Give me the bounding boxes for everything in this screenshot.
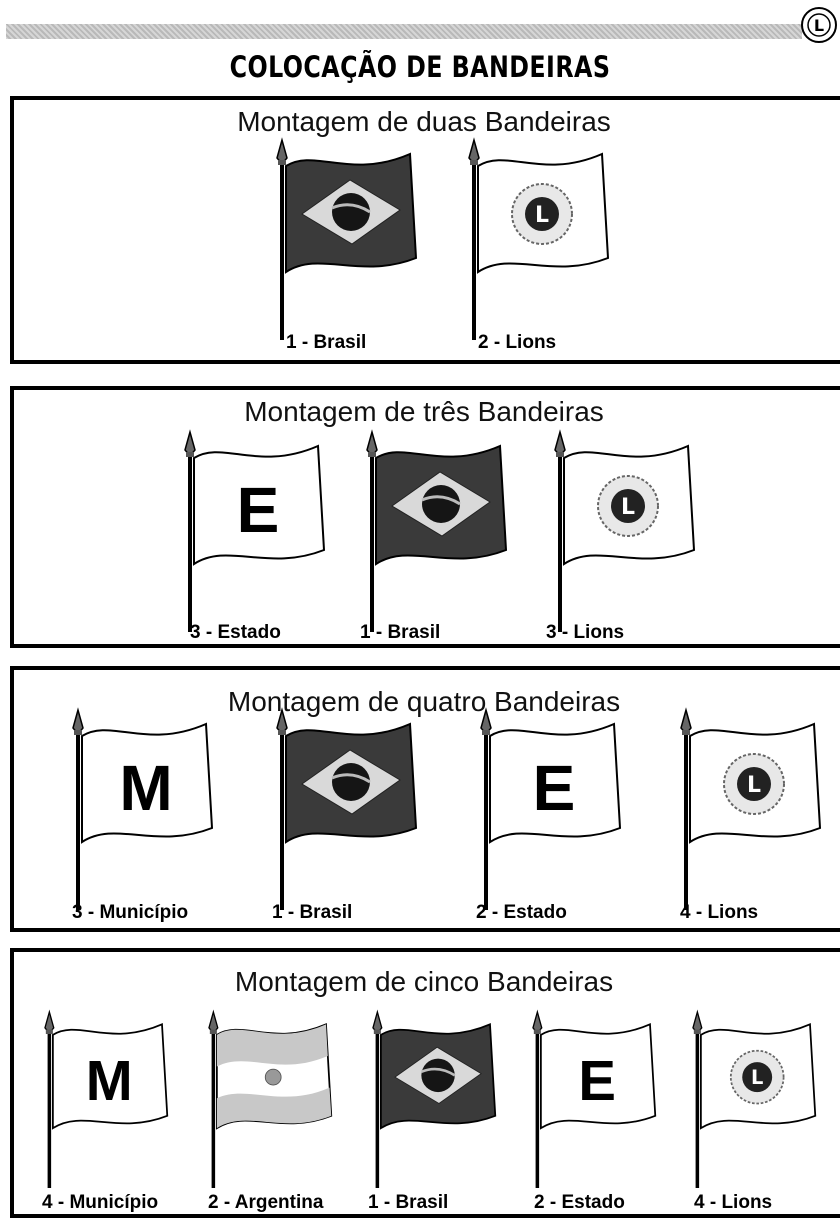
svg-text:E: E <box>237 474 280 546</box>
state-flag-icon: E <box>518 1009 668 1193</box>
svg-text:L: L <box>621 495 635 520</box>
flag-label: 1 - Brasil <box>360 622 441 643</box>
municipality-flag-icon: M <box>56 707 226 915</box>
flag-label: 1 - Brasil <box>272 902 353 923</box>
flag-label: 4 - Município <box>42 1192 159 1213</box>
flag-label: 4 - Lions <box>680 902 759 923</box>
panel-three-flags: Montagem de três Bandeiras E 3 - Estado … <box>10 386 840 648</box>
argentina-flag-icon <box>194 1009 344 1193</box>
flag-label: 1 - Brasil <box>286 332 367 353</box>
svg-text:L: L <box>751 1066 763 1089</box>
panel-title: Montagem de duas Bandeiras <box>237 106 611 137</box>
header-rule <box>6 24 802 39</box>
flag-label: 4 - Lions <box>694 1192 773 1213</box>
svg-text:M: M <box>86 1049 133 1112</box>
panel-five-flags: Montagem de cinco Bandeiras M 4 - Municí… <box>10 948 840 1218</box>
svg-text:E: E <box>578 1049 616 1112</box>
panel-title: Montagem de três Bandeiras <box>244 396 604 427</box>
flag-label: 2 - Estado <box>476 902 567 923</box>
flag-label: 2 - Estado <box>534 1192 625 1213</box>
brazil-flag-icon <box>350 429 520 637</box>
lions-flag-icon: L <box>452 137 622 345</box>
svg-text:L: L <box>747 773 761 798</box>
lions-flag-icon: L <box>678 1009 828 1193</box>
flag-label: 1 - Brasil <box>368 1192 449 1213</box>
svg-text:M: M <box>119 752 172 824</box>
brazil-flag-icon <box>260 137 430 345</box>
flag-label: 3 - Município <box>72 902 189 923</box>
lions-flag-icon: L <box>664 707 834 915</box>
panel-title: Montagem de cinco Bandeiras <box>234 966 614 997</box>
brazil-flag-icon <box>358 1009 508 1193</box>
svg-text:E: E <box>533 752 576 824</box>
flag-label: 2 - Lions <box>478 332 557 353</box>
panel-title: Montagem de quatro Bandeiras <box>227 686 621 717</box>
brazil-flag-icon <box>260 707 430 915</box>
state-flag-icon: E <box>464 707 634 915</box>
flag-label: 2 - Argentina <box>208 1192 324 1213</box>
flag-label: 3 - Lions <box>546 622 625 643</box>
state-flag-icon: E <box>168 429 338 637</box>
svg-text:L: L <box>535 203 549 228</box>
flag-label: 3 - Estado <box>190 622 281 643</box>
municipality-flag-icon: M <box>30 1009 180 1193</box>
page-title: COLOCAÇÃO DE BANDEIRAS <box>229 50 611 84</box>
lions-badge-icon: L <box>800 6 838 44</box>
svg-text:L: L <box>814 16 824 35</box>
panel-four-flags: Montagem de quatro Bandeiras M 3 - Munic… <box>10 666 840 932</box>
lions-flag-icon: L <box>538 429 708 637</box>
panel-two-flags: Montagem de duas Bandeiras 1 - Brasil L … <box>10 96 840 364</box>
